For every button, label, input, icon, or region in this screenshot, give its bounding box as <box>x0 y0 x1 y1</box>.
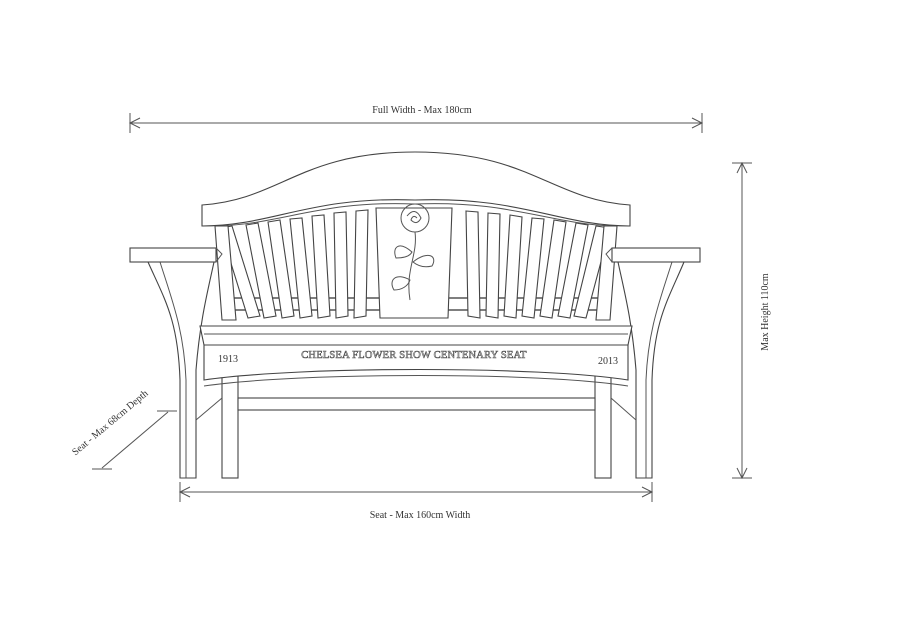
bench-drawing: 1913 2013 CHELSEA FLOWER SHOW CENTENARY … <box>129 151 701 479</box>
seat-depth-label: Seat - Max 68cm Depth <box>70 388 150 458</box>
full-width-label: Full Width - Max 180cm <box>372 105 472 116</box>
inscription: CHELSEA FLOWER SHOW CENTENARY SEAT <box>301 350 527 361</box>
rose-panel <box>375 203 453 319</box>
max-height-dimension: Max Height 110cm <box>732 161 771 480</box>
right-arm <box>617 261 685 479</box>
left-arm <box>147 261 215 479</box>
seat-width-label: Seat - Max 160cm Width <box>370 510 471 521</box>
year-left: 1913 <box>218 354 238 365</box>
full-width-dimension: Full Width - Max 180cm <box>128 105 704 133</box>
seat-width-dimension: Seat - Max 160cm Width <box>178 482 654 521</box>
seat <box>199 325 633 346</box>
back-slats <box>219 209 611 319</box>
max-height-label: Max Height 110cm <box>760 273 771 351</box>
seat-depth-dimension: Seat - Max 68cm Depth <box>70 388 177 470</box>
year-right: 2013 <box>598 356 618 367</box>
back-crest <box>201 151 631 227</box>
front-apron <box>203 344 629 381</box>
